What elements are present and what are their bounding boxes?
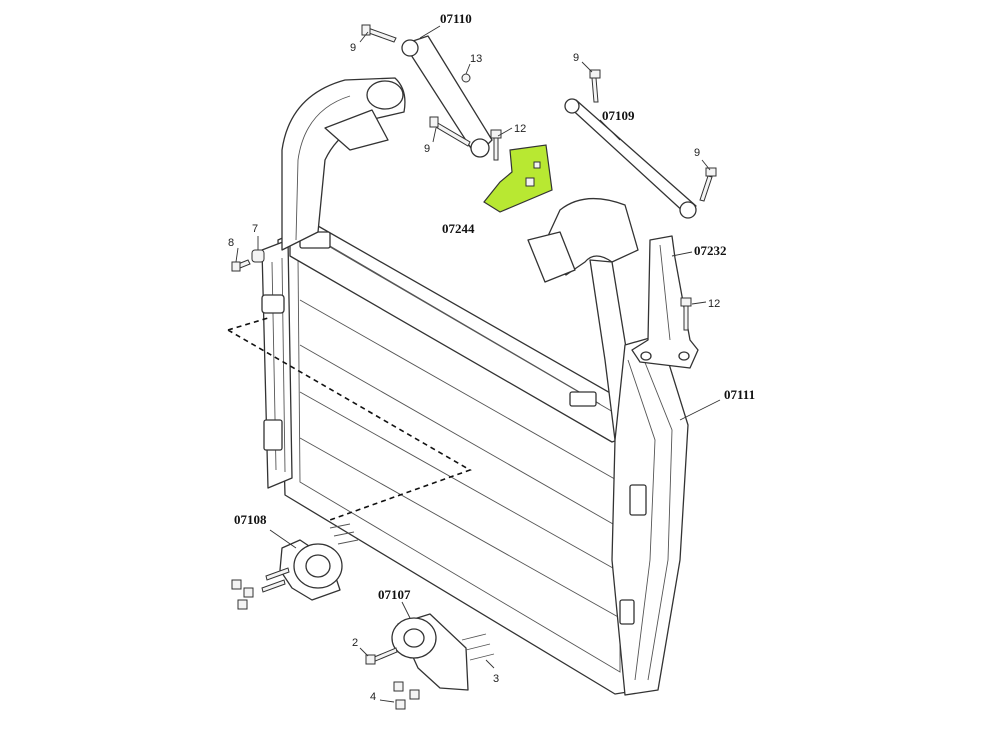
mount-07107 [391,613,495,691]
label-07108: 07108 [234,512,267,527]
item-number-9: 9 [424,143,430,155]
item-number-3: 3 [493,673,499,685]
item-numbers: 9 13 9 12 9 9 7 8 12 2 3 4 [228,42,720,703]
item-number-9: 9 [694,147,700,159]
mount-07108 [279,523,359,601]
part-labels: 07110 07109 07244 07232 07111 07108 0710… [234,11,755,602]
item-number-13: 13 [470,53,482,65]
item-number-12: 12 [514,123,526,135]
label-07111: 07111 [724,387,755,402]
bracket-07244-highlighted [483,144,553,213]
dashed-guide-line [227,317,472,521]
item-number-12: 12 [708,298,720,310]
item-number-7: 7 [252,223,258,235]
stay-rod-07109 [564,98,697,219]
item-number-2: 2 [352,637,358,649]
bracket-07232 [631,235,699,369]
label-07232: 07232 [694,243,727,258]
right-side-rail [611,334,689,696]
item-number-4: 4 [370,691,376,703]
radiator-frame [261,225,641,695]
left-air-duct [281,77,406,251]
leader-lines [235,25,721,703]
label-07244: 07244 [442,221,475,236]
stay-rod-07110 [401,35,493,158]
hardware-fasteners [231,24,717,710]
item-number-8: 8 [228,237,234,249]
label-07109: 07109 [602,108,635,123]
label-07107: 07107 [378,587,411,602]
item-number-9: 9 [350,42,356,54]
item-number-9: 9 [573,52,579,64]
label-07110: 07110 [440,11,472,26]
